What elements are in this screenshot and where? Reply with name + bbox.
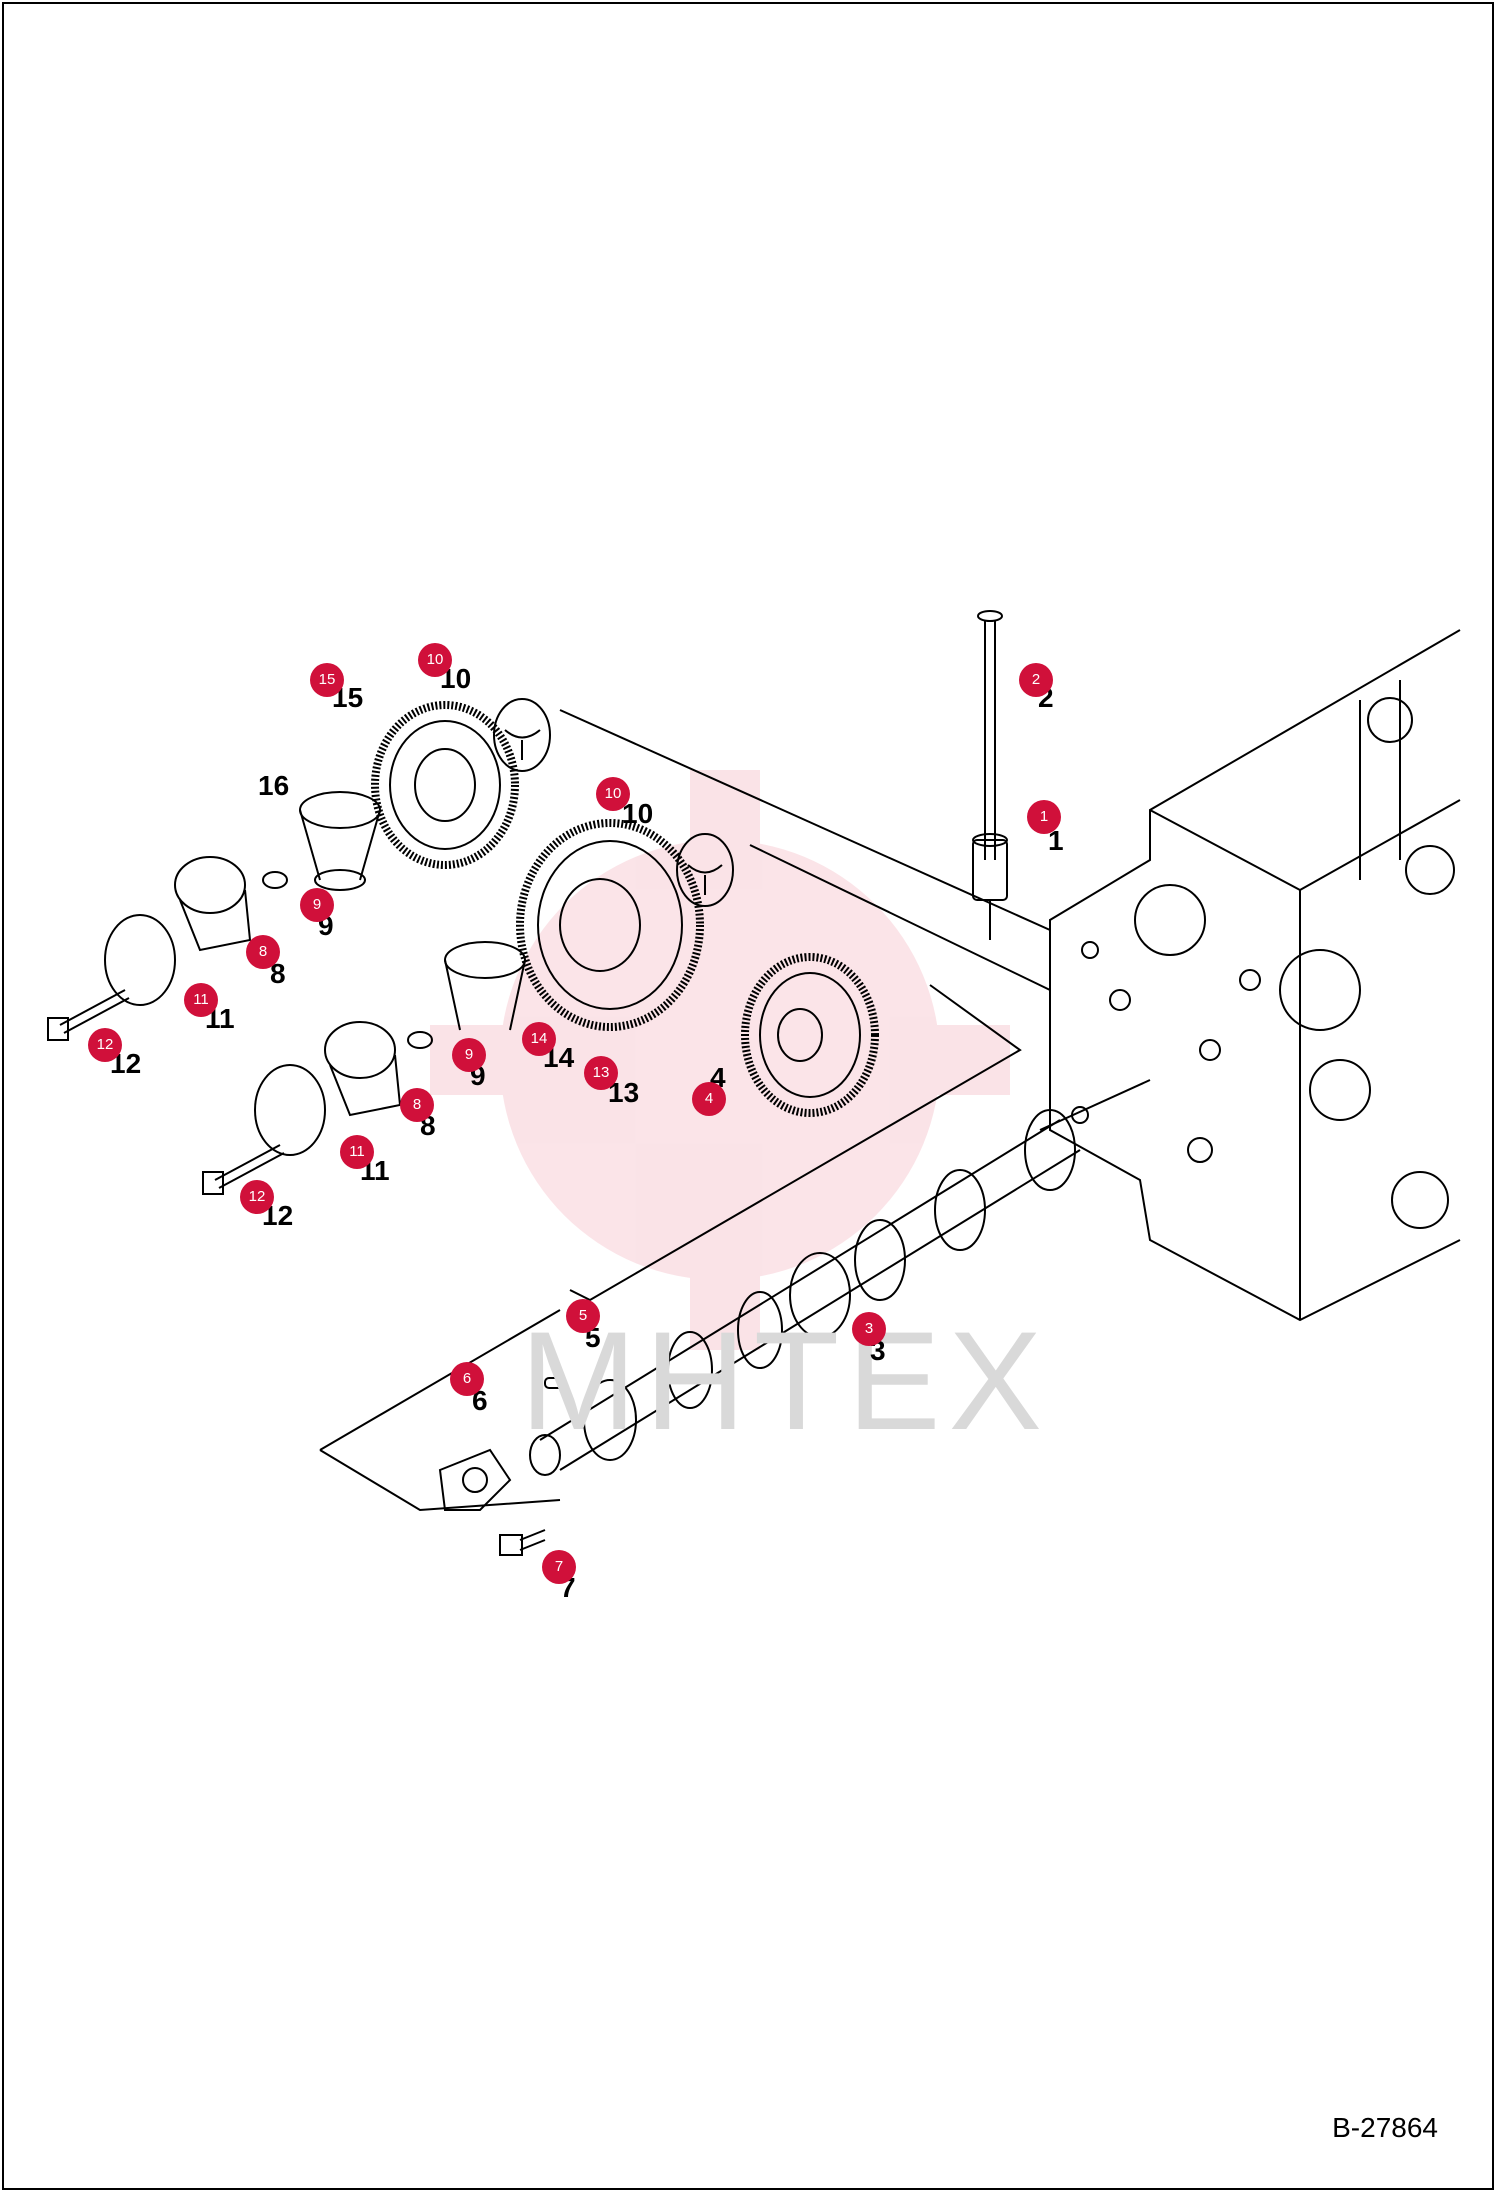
callout-marker[interactable]: 8 [400,1088,434,1122]
idler-gear-upper [371,701,519,869]
engine-block [1039,629,1461,1322]
woodruff-key [544,1377,566,1389]
callout-marker[interactable]: 12 [88,1028,122,1062]
callout-marker[interactable]: 9 [452,1038,486,1072]
part-number: 1 [1048,825,1064,856]
callout-marker[interactable]: 11 [184,983,218,1017]
thrust-plate-lower [676,833,734,907]
bushing-lower [444,941,526,1031]
callout-marker[interactable]: 12 [240,1180,274,1214]
callout-marker[interactable]: 4 [692,1082,726,1116]
callout-marker[interactable]: 1 [1027,800,1061,834]
callout-marker[interactable]: 15 [310,663,344,697]
washer-upper [104,914,176,1006]
bolt-lower [202,1144,285,1195]
idler-shaft-lower [324,1021,433,1117]
callout-marker[interactable]: 7 [542,1550,576,1584]
tappet [972,833,1008,901]
bolt-upper [47,989,130,1041]
callout-marker[interactable]: 3 [852,1312,886,1346]
document-id: B-27864 [1332,2112,1438,2143]
idler-gear-large [516,819,704,1031]
callout-marker[interactable]: 11 [340,1135,374,1169]
camshaft [529,1106,1089,1476]
callout-marker[interactable]: 13 [584,1056,618,1090]
watermark-text: МНТЕХ [520,1302,1050,1459]
push-rod [977,610,1003,860]
watermark-gear-icon [430,770,1010,1350]
camshaft-thrust-plate [438,1448,512,1511]
part-number: 16 [258,770,290,801]
washer-lower [254,1064,326,1156]
part-number: 8 [270,958,286,989]
callout-marker[interactable]: 6 [450,1362,484,1396]
thrust-plate-bolt [499,1529,546,1556]
bushing-upper [299,791,381,891]
idler-shaft-upper [174,856,288,952]
callout-marker[interactable]: 2 [1019,663,1053,697]
assembly-lines [319,709,1051,1512]
callout-marker[interactable]: 8 [246,935,280,969]
thrust-plate-upper [493,698,551,772]
callout-marker[interactable]: 9 [300,888,334,922]
callout-marker[interactable]: 10 [418,643,452,677]
camshaft-gear [741,953,879,1117]
callout-marker[interactable]: 5 [566,1299,600,1333]
callout-marker[interactable]: 14 [522,1022,556,1056]
callout-marker[interactable]: 10 [596,777,630,811]
